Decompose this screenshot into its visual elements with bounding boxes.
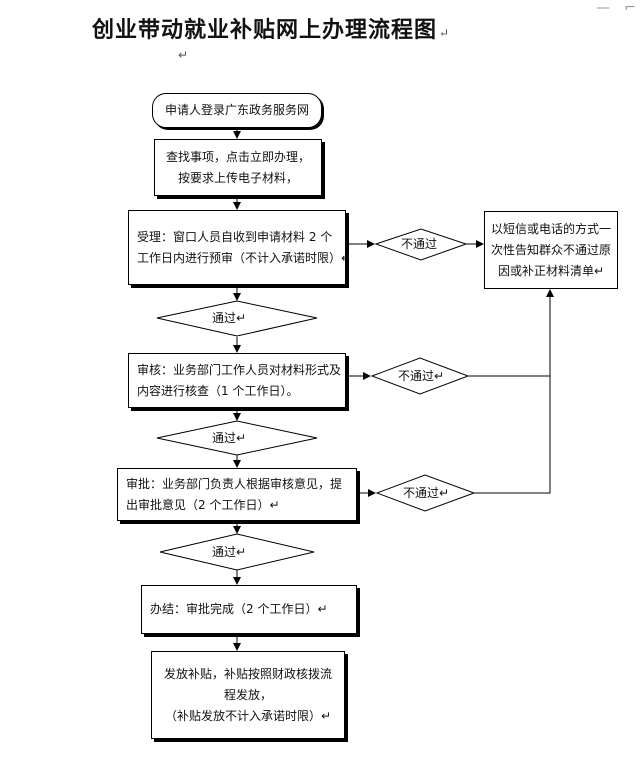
decision-label-pass2: 通过↵ bbox=[212, 431, 247, 445]
node-text: 按要求上传电子材料， bbox=[177, 170, 298, 185]
decision-diamond-fail3 bbox=[375, 474, 476, 512]
decision-label-pass1: 通过↵ bbox=[212, 311, 247, 325]
node-pay-subsidy: 发放补贴，补贴按照财政核拨流 程发放， （补贴发放不计入承诺时限）↵ bbox=[151, 651, 345, 739]
decision-label-fail1: 不通过 bbox=[401, 237, 438, 251]
corner-mark-icon: — bbox=[596, 0, 610, 16]
paragraph-mark-icon: ↵ bbox=[178, 48, 189, 62]
node-text: 次性告知群众不通过原 bbox=[490, 242, 611, 257]
node-text: 工作日内进行预审（不计入承诺时限）↵ bbox=[137, 250, 352, 265]
decision-diamond-pass2 bbox=[156, 420, 318, 456]
decision-diamond-fail1 bbox=[374, 228, 468, 261]
page-title: 创业带动就业补贴网上办理流程图↵ bbox=[92, 12, 450, 44]
decision-diamond-pass3 bbox=[159, 533, 315, 571]
title-text: 创业带动就业补贴网上办理流程图 bbox=[92, 17, 438, 43]
node-text: 审核：业务部门工作人员对材料形式及 bbox=[137, 362, 342, 377]
node-text: 以短信或电话的方式一 bbox=[490, 221, 611, 236]
node-review: 审核：业务部门工作人员对材料形式及 内容进行核查（1 个工作日）。 bbox=[128, 353, 346, 408]
decision-diamond-pass1 bbox=[156, 300, 318, 337]
node-text: 发放补贴，补贴按照财政核拨流 bbox=[163, 666, 332, 681]
corner-mark-icon: ⌐ bbox=[624, 0, 636, 16]
node-text: 申请人登录广东政务服务网 bbox=[164, 103, 309, 117]
node-text: 审批：业务部门负责人根据审核意见，提 bbox=[126, 476, 343, 491]
node-search-upload: 查找事项，点击立即办理， 按要求上传电子材料， bbox=[154, 139, 322, 196]
node-text: 受理：窗口人员自收到申请材料 2 个 bbox=[137, 229, 333, 244]
decision-diamond-fail2 bbox=[370, 357, 470, 395]
node-done: 办结：审批完成（2 个工作日）↵ bbox=[141, 585, 357, 634]
line-fail3-to-notify bbox=[474, 289, 554, 494]
node-text: 因或补正材料清单↵ bbox=[497, 263, 605, 278]
node-notify: 以短信或电话的方式一 次性告知群众不通过原 因或补正材料清单↵ bbox=[484, 211, 618, 289]
decision-label-fail2: 不通过↵ bbox=[398, 369, 445, 383]
node-accept: 受理：窗口人员自收到申请材料 2 个 工作日内进行预审（不计入承诺时限）↵ bbox=[128, 210, 351, 285]
node-text: 出审批意见（2 个工作日）↵ bbox=[126, 497, 280, 512]
node-text: 查找事项，点击立即办理， bbox=[165, 149, 310, 164]
decision-label-pass3: 通过↵ bbox=[212, 545, 247, 559]
node-text: 内容进行核查（1 个工作日）。 bbox=[137, 383, 299, 398]
node-text: 程发放， bbox=[223, 687, 272, 702]
node-approve: 审批：业务部门负责人根据审核意见，提 出审批意见（2 个工作日）↵ bbox=[117, 468, 357, 521]
node-start-login: 申请人登录广东政务服务网 bbox=[152, 93, 322, 128]
paragraph-mark-icon: ↵ bbox=[439, 26, 451, 40]
node-text: 办结：审批完成（2 个工作日）↵ bbox=[150, 602, 328, 616]
node-text: （补贴发放不计入承诺时限）↵ bbox=[164, 708, 332, 723]
decision-label-fail3: 不通过↵ bbox=[403, 486, 450, 500]
